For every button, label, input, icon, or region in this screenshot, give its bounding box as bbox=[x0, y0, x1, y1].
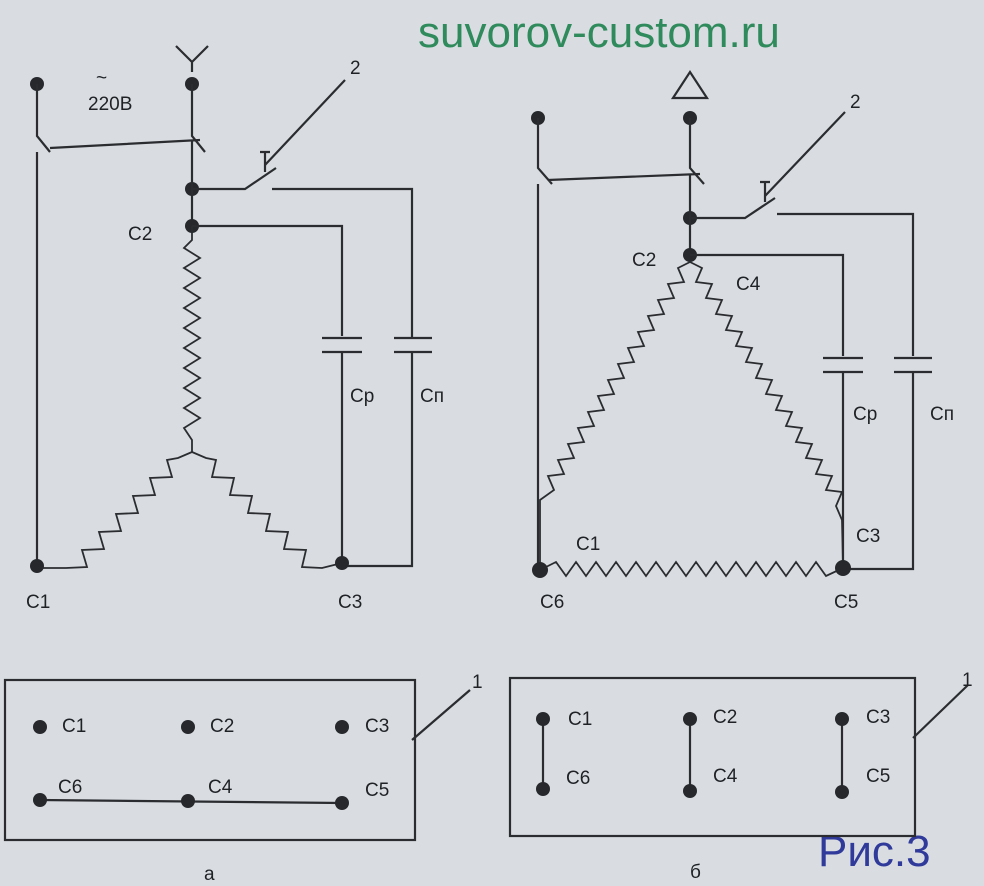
switch-contact bbox=[190, 140, 414, 338]
capacitor-run-icon bbox=[322, 336, 362, 563]
winding-right bbox=[191, 451, 343, 569]
label-c3: С3 bbox=[338, 592, 362, 613]
label-capacitor-start: Сп bbox=[420, 386, 444, 407]
wire-c2-capacitors bbox=[690, 253, 845, 356]
box-label-c5: С5 bbox=[866, 766, 890, 787]
winding-left bbox=[37, 451, 193, 569]
box-terminal-c5 bbox=[335, 796, 349, 810]
right-terminal-box bbox=[508, 676, 917, 838]
label-c5: С5 bbox=[834, 592, 858, 613]
box-terminal-c2 bbox=[181, 720, 195, 734]
box-label-c3: С3 bbox=[365, 716, 389, 737]
watermark: suvorov-custom.ru bbox=[418, 8, 780, 57]
box-label-c1: С1 bbox=[568, 709, 592, 730]
right-box-number: 1 bbox=[962, 670, 973, 691]
supply-cord bbox=[35, 84, 206, 563]
label-capacitor-run: Ср bbox=[853, 404, 877, 425]
box-terminal-c1 bbox=[33, 720, 47, 734]
box-label-c4: С4 bbox=[208, 777, 233, 798]
capacitor-start-icon bbox=[843, 356, 932, 571]
box-label-c2: С2 bbox=[210, 716, 234, 737]
label-c6: С6 bbox=[540, 592, 564, 613]
box-terminal-c3 bbox=[835, 712, 849, 726]
box-label-c6: С6 bbox=[566, 768, 590, 789]
right-diagram: 2 С2 С4 Ср Сп С1 С6 С3 С5 1 С1 С6 С2 bbox=[508, 69, 973, 883]
winding-bottom-side bbox=[539, 560, 844, 578]
supply-voltage: 220В bbox=[88, 94, 132, 115]
box-terminal-c4 bbox=[683, 784, 697, 798]
box-terminal-c1 bbox=[536, 712, 550, 726]
winding-left-side bbox=[539, 261, 691, 566]
winding-vertical bbox=[182, 226, 202, 452]
box-terminal-c6 bbox=[536, 782, 550, 796]
switch-contact bbox=[688, 174, 915, 356]
label-c1: С1 bbox=[576, 534, 600, 555]
box-label-c6: С6 bbox=[58, 777, 82, 798]
box-label-c3: С3 bbox=[866, 707, 890, 728]
box-terminal-c2 bbox=[683, 712, 697, 726]
caption-b: б bbox=[690, 862, 701, 883]
left-diagram: ~ 220В 2 С2 Ср Сп С1 С3 1 С1 bbox=[3, 45, 483, 885]
box-label-c2: С2 bbox=[713, 707, 737, 728]
winding-right-side bbox=[689, 261, 844, 567]
label-c4: С4 bbox=[736, 274, 761, 295]
box-terminal-c6 bbox=[33, 793, 47, 807]
box-terminal-c5 bbox=[835, 785, 849, 799]
supply-cord bbox=[536, 118, 705, 570]
wire-c2-capacitors bbox=[192, 224, 344, 336]
box-terminal-c3 bbox=[335, 720, 349, 734]
switch-leader-line bbox=[264, 79, 346, 166]
label-c1: С1 bbox=[26, 592, 50, 613]
label-c3: С3 bbox=[856, 526, 880, 547]
box-terminal-c4 bbox=[181, 794, 195, 808]
switch-number: 2 bbox=[350, 58, 361, 79]
plug-symbol-icon bbox=[175, 45, 209, 72]
left-box-leader-line bbox=[411, 689, 471, 741]
box-label-c1: С1 bbox=[62, 716, 86, 737]
plug-symbol-icon bbox=[670, 69, 710, 100]
switch-number: 2 bbox=[850, 92, 861, 113]
figure-label: Рис.3 bbox=[818, 827, 931, 876]
terminal-c6 bbox=[532, 562, 548, 578]
label-c2: С2 bbox=[128, 224, 152, 245]
label-capacitor-run: Ср bbox=[350, 386, 374, 407]
box-label-c4: С4 bbox=[713, 766, 738, 787]
switch-leader-line bbox=[764, 111, 846, 197]
terminal-c5 bbox=[835, 560, 851, 576]
caption-a: а bbox=[204, 864, 215, 885]
terminal-c1 bbox=[30, 559, 44, 573]
left-terminal-box bbox=[3, 678, 417, 842]
capacitor-start-icon bbox=[342, 336, 432, 568]
box-label-c5: С5 bbox=[365, 780, 389, 801]
label-c2: С2 bbox=[632, 250, 656, 271]
right-box-leader-line bbox=[912, 684, 969, 739]
left-box-number: 1 bbox=[472, 672, 483, 693]
terminal-c3 bbox=[335, 556, 349, 570]
label-capacitor-start: Сп bbox=[930, 404, 954, 425]
supply-tilde: ~ bbox=[96, 68, 107, 89]
